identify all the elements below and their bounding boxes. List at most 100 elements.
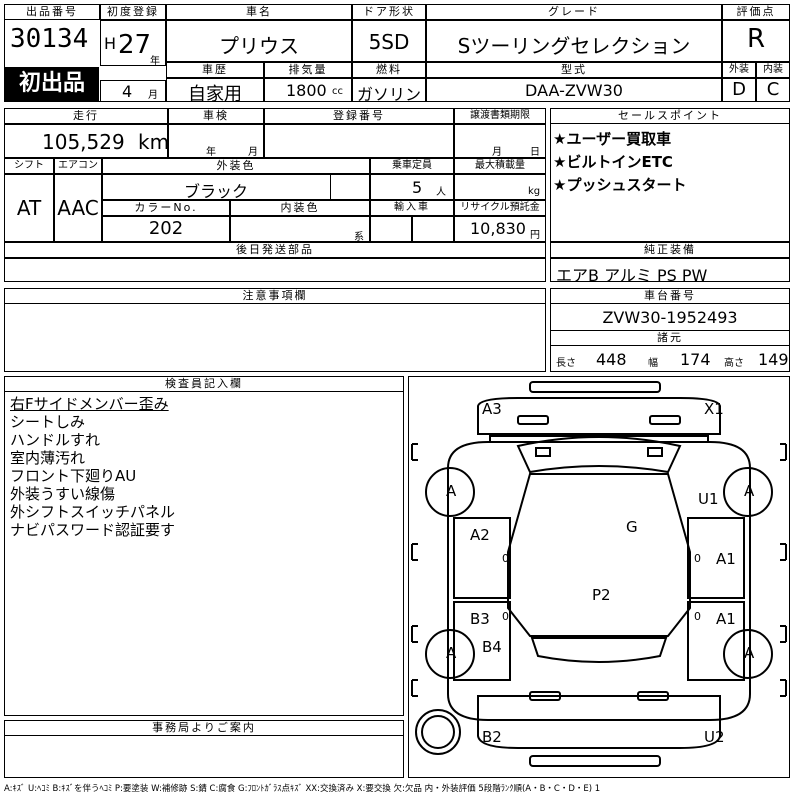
history-cell (166, 78, 264, 102)
grade-cell (426, 20, 722, 62)
color-no-header: カラーNo. (102, 200, 230, 216)
inspector-header: 検査員記入欄 (4, 376, 404, 392)
car-name-header: 車名 (166, 4, 352, 20)
first-reg-year-unit: 年 (150, 56, 160, 67)
int-color-unit: 系 (354, 232, 364, 243)
mileage-unit: km (138, 130, 170, 154)
inspection-month-unit: 月 (248, 147, 258, 158)
spec-length-label: 長さ (556, 358, 576, 369)
mileage-cell (4, 124, 168, 158)
inspector-note: シートしみ (10, 413, 86, 431)
sales-point: ★ビルトインETC (553, 153, 673, 171)
shift-cell (4, 174, 54, 242)
wheel-mark: A (446, 644, 457, 662)
after-parts-header: 後日発送部品 (4, 242, 546, 258)
ext-color-header: 外装色 (102, 158, 370, 174)
score: R (746, 24, 766, 54)
shift: AT (16, 196, 42, 220)
history: 自家用 (188, 84, 242, 105)
sales-block (550, 108, 790, 242)
inspector-note: ハンドルすれ (10, 431, 101, 449)
chassis-header: 車台番号 (550, 288, 790, 304)
inspection-header: 車検 (168, 108, 264, 124)
mileage-header: 走行 (4, 108, 168, 124)
first-reg-month-cell (100, 80, 166, 102)
wheel-mark: A (744, 482, 755, 500)
damage-mark: X1 (704, 400, 724, 418)
aircon-cell (54, 174, 102, 242)
capacity-header: 乗車定員 (370, 158, 454, 174)
max-load-header: 最大積載量 (454, 158, 546, 174)
max-load-cell (454, 174, 546, 200)
first-reg-header: 初度登録 (100, 4, 166, 20)
damage-mark: A1 (716, 550, 736, 568)
genuine-cell (550, 258, 790, 282)
inspector-note: 外シフトスイッチパネル (10, 503, 176, 521)
spec-width: 174 (680, 350, 711, 369)
first-reg-cell (100, 20, 166, 66)
sales-point: ★ユーザー買取車 (553, 130, 672, 148)
score-cell (722, 20, 790, 62)
fuel: ガソリン (356, 85, 421, 104)
int-color-cell (230, 216, 370, 242)
capacity-unit: 人 (436, 187, 446, 198)
ext-color: ブラック (183, 182, 248, 201)
mileage: 105,529 (42, 130, 125, 154)
first-listing-badge: 初出品 (5, 67, 99, 101)
genuine-header: 純正装備 (550, 242, 790, 258)
score-header: 評価点 (722, 4, 790, 20)
lot-number: 30134 (10, 24, 89, 54)
car-damage-diagram: A3 X1 U1 G A2 A1 P2 B3 A1 B4 B2 U2 A A A… (411, 381, 787, 767)
transfer-month-unit: 月 (492, 147, 502, 158)
int-color-header: 内装色 (230, 200, 370, 216)
damage-mark: A3 (482, 400, 502, 418)
transfer-cell (454, 124, 546, 158)
damage-mark: A2 (470, 526, 490, 544)
fuel-cell (352, 78, 426, 102)
reg-no-header: 登録番号 (264, 108, 454, 124)
grade: Sツーリングセレクション (457, 34, 691, 58)
damage-mark: P2 (592, 586, 611, 604)
inspector-note: 右Fサイドメンバー歪み (10, 395, 169, 413)
exterior-header: 外装 (722, 62, 756, 78)
displacement-unit: cc (332, 86, 343, 97)
model-code: DAA-ZVW30 (525, 81, 623, 100)
recycle: 10,830 (470, 219, 526, 238)
car-name-cell (166, 20, 352, 62)
fuel-header: 燃料 (352, 62, 426, 78)
damage-mark: G (626, 518, 638, 536)
damage-mark: A1 (716, 610, 736, 628)
inspection-cell (168, 124, 264, 158)
door-header: ドア形状 (352, 4, 426, 20)
transfer-day-unit: 日 (530, 147, 540, 158)
wheel-mark: A (446, 482, 457, 500)
lot-header: 出品番号 (4, 4, 100, 20)
damage-mark: U2 (704, 728, 725, 746)
displacement: 1800 (286, 81, 327, 100)
after-parts-cell (4, 258, 546, 282)
recycle-header: リサイクル預託金 (454, 200, 546, 216)
first-reg-month: 4 (122, 82, 133, 101)
genuine-equipment: エアB アルミ PS PW (556, 266, 708, 285)
spec-height-label: 高さ (724, 358, 744, 369)
model-code-cell (426, 78, 722, 102)
spec-width-label: 幅 (648, 358, 658, 369)
import-cell (370, 216, 412, 242)
aircon-header: エアコン (54, 158, 102, 174)
door-cell (352, 20, 426, 62)
inspector-note: ナビパスワード認証要す (10, 521, 176, 539)
interior-grade: C (766, 79, 780, 100)
interior-cell (756, 78, 790, 102)
car-name: プリウス (219, 34, 299, 58)
max-load-unit: kg (528, 186, 541, 197)
door-zero-mark: 0 (502, 552, 509, 565)
notes-header: 注意事項欄 (4, 288, 546, 304)
office-header: 事務局よりご案内 (4, 720, 404, 736)
spec-height: 149 (758, 350, 789, 369)
sales-header: セールスポイント (550, 108, 790, 124)
model-code-header: 型式 (426, 62, 722, 78)
import-header: 輸入車 (370, 200, 454, 216)
color-no: 202 (148, 218, 184, 239)
history-header: 車歴 (166, 62, 264, 78)
capacity: 5 (412, 178, 423, 197)
